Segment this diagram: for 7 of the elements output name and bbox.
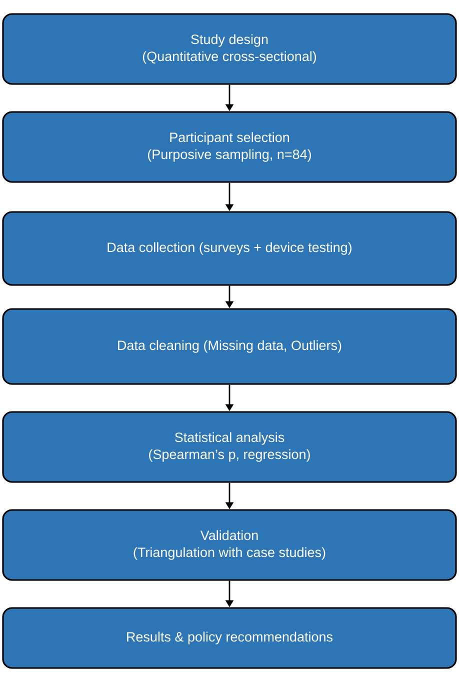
process-box: Data collection (surveys + device testing) bbox=[2, 211, 457, 286]
process-box: Data cleaning (Missing data, Outliers) bbox=[2, 308, 457, 385]
process-box: Results & policy recommendations bbox=[2, 607, 457, 669]
process-box: Validation (Triangulation with case studies) bbox=[2, 509, 457, 581]
process-box: Participant selection (Purposive sampling, n=84) bbox=[2, 111, 457, 183]
process-box: Statistical analysis (Spearman’s p, regression) bbox=[2, 411, 457, 483]
process-box: Study design (Quantitative cross-sectional) bbox=[2, 13, 457, 85]
